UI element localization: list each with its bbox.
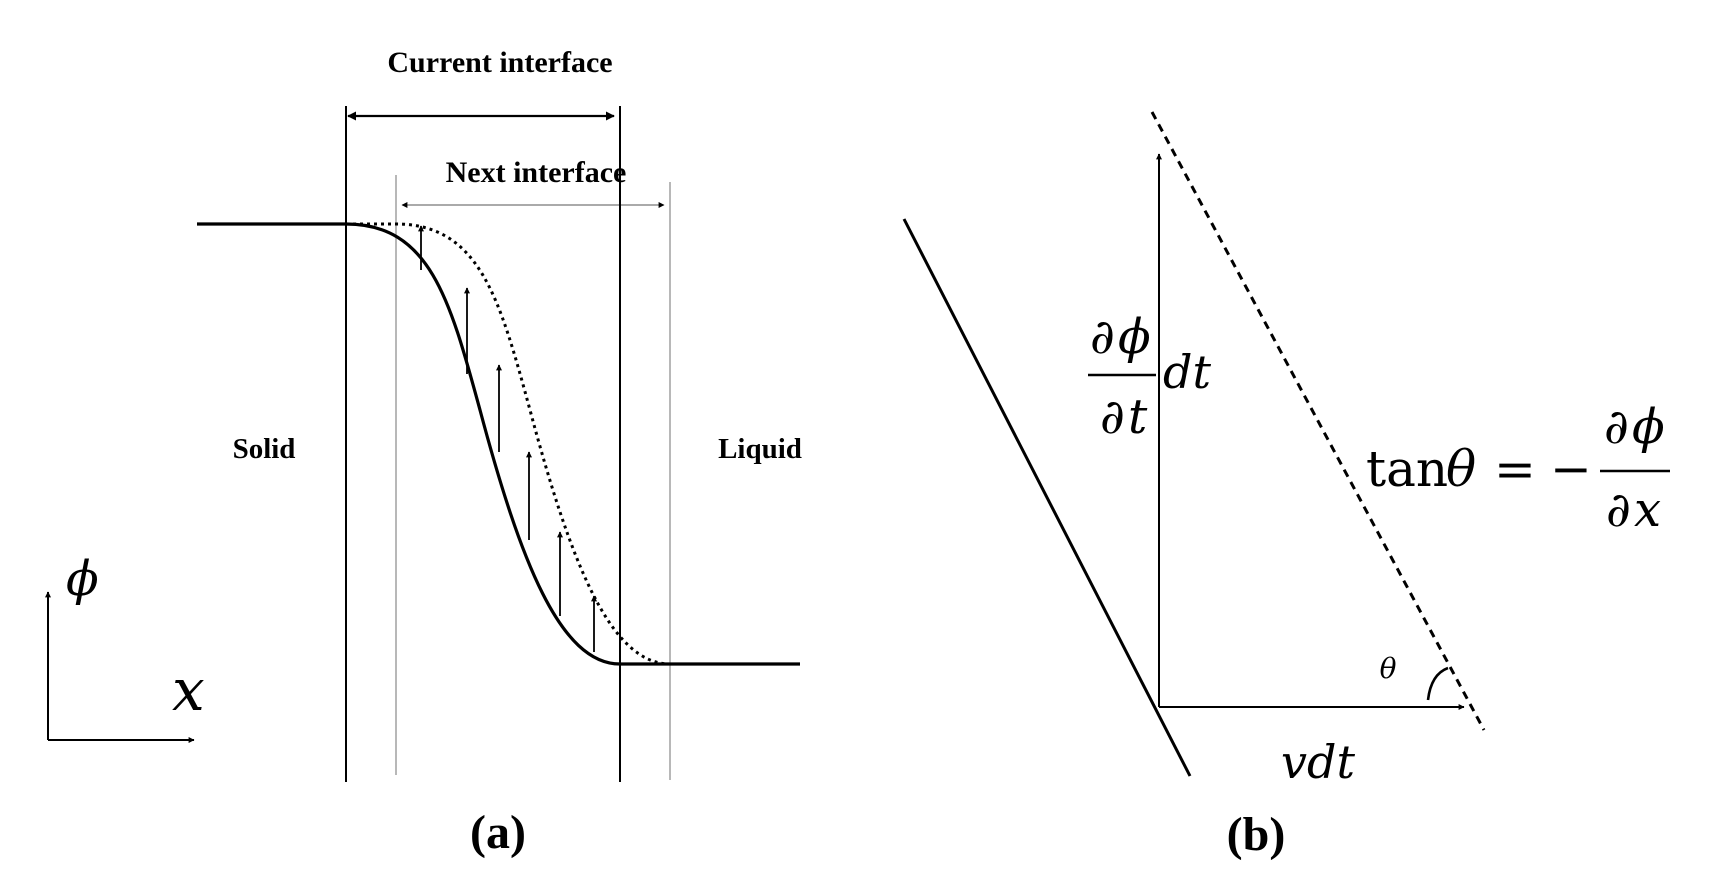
tan-function-label: tan	[1366, 440, 1448, 498]
phi-symbol-eq: ϕ	[1632, 399, 1665, 455]
current-interface-label: Current interface	[387, 46, 612, 79]
panel-a-caption: (a)	[470, 806, 526, 859]
next-interface-label: Next interface	[446, 156, 627, 189]
t-symbol-denominator: t	[1128, 389, 1148, 445]
equals-sign: =	[1494, 440, 1536, 498]
partial-symbol-numerator: ∂	[1090, 309, 1115, 365]
x-symbol-eq: x	[1634, 482, 1661, 538]
time-derivative-fraction: ∂ ϕ ∂ t	[1088, 309, 1156, 445]
slope-equation: tan θ = − ∂ ϕ ∂ x	[1366, 399, 1670, 538]
vdt-label: vdt	[1281, 735, 1355, 789]
panel-b-caption: (b)	[1227, 808, 1286, 861]
x-axis-symbol: x	[172, 656, 205, 724]
next-phase-profile-curve	[346, 222, 671, 666]
next-interface-line	[1150, 111, 1486, 731]
theta-angle-label: θ	[1380, 652, 1397, 685]
partial-symbol-denominator: ∂	[1100, 389, 1125, 445]
phi-symbol-numerator: ϕ	[1118, 309, 1151, 365]
panel-b: ∂ ϕ ∂ t dt vdt θ tan θ = − ∂ ϕ ∂	[902, 111, 1670, 861]
theta-symbol: θ	[1446, 440, 1476, 498]
dt-label: dt	[1163, 345, 1211, 399]
current-interface-line	[902, 218, 1192, 777]
liquid-label: Liquid	[718, 433, 802, 465]
current-phase-profile-curve	[197, 222, 800, 666]
partial-symbol-numerator-eq: ∂	[1604, 399, 1629, 455]
minus-sign: −	[1550, 440, 1592, 498]
partial-symbol-denominator-eq: ∂	[1606, 482, 1631, 538]
panel-a: Current interface Next interface Solid	[45, 46, 802, 859]
theta-angle-arc	[1426, 666, 1449, 701]
phi-axis-symbol: ϕ	[66, 551, 99, 607]
solid-label: Solid	[233, 433, 296, 465]
